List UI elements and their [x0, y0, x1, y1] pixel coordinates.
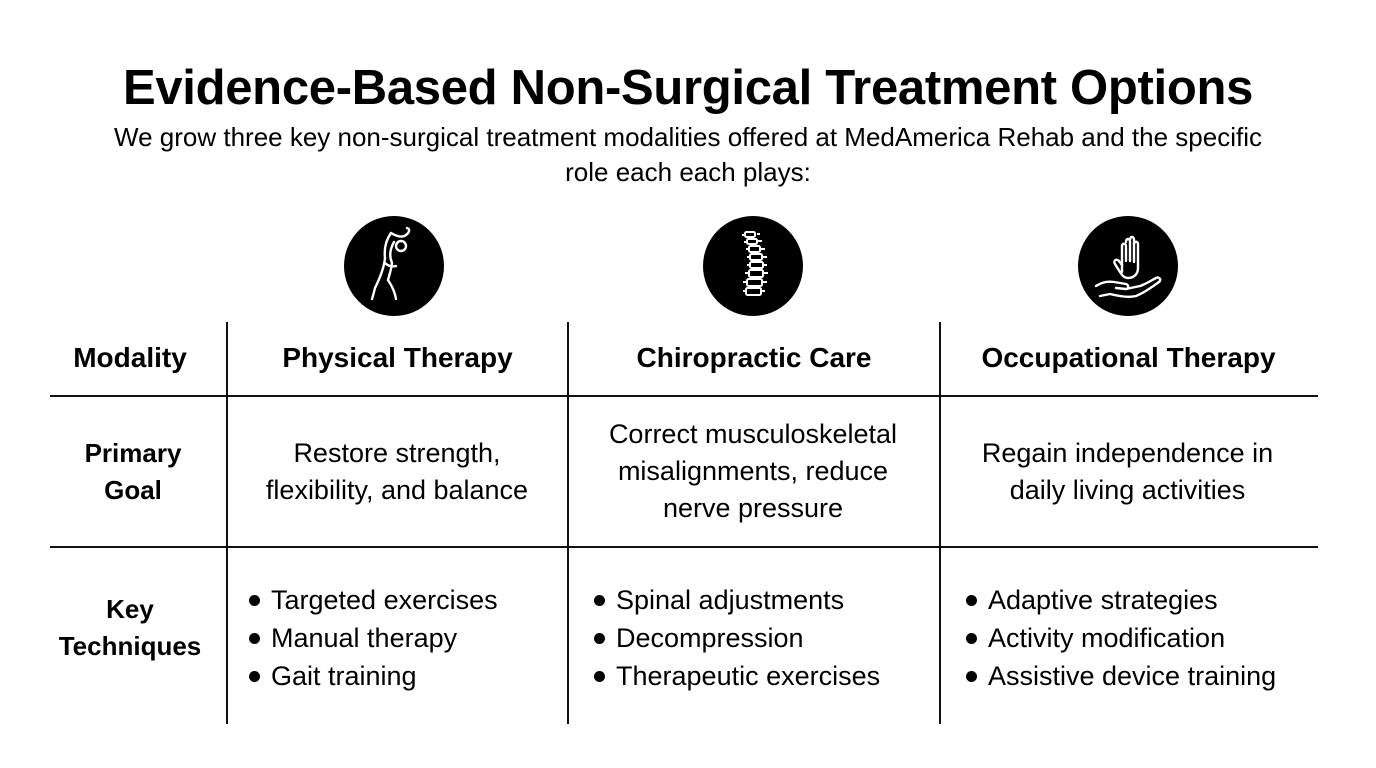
column-header-chiropractic-care: Chiropractic Care [636, 342, 872, 373]
goal-chiropractic-care: Correct musculoskeletal misalignments, r… [608, 419, 898, 523]
stretching-person-icon [344, 216, 444, 316]
column-divider [226, 322, 228, 724]
goal-occupational-therapy: Regain independence in daily living acti… [981, 437, 1274, 505]
list-item: Targeted exercises [247, 581, 498, 619]
techniques-list-occupational-therapy: Adaptive strategies Activity modificatio… [964, 581, 1276, 695]
row-header-line: Goal [104, 474, 162, 505]
row-divider [50, 546, 1318, 548]
list-item: Decompression [592, 619, 880, 657]
goal-physical-therapy: Restore strength, flexibility, and balan… [265, 437, 529, 505]
row-header-line: Key [106, 594, 154, 624]
row-header-primary-goal: Primary Goal [40, 397, 226, 546]
row-divider [50, 395, 1318, 397]
list-item: Activity modification [964, 619, 1276, 657]
spine-icon [703, 216, 803, 316]
list-item: Therapeutic exercises [592, 657, 880, 695]
column-divider [567, 322, 569, 724]
page-subtitle: We grow three key non-surgical treatment… [114, 122, 1262, 187]
list-item: Adaptive strategies [964, 581, 1276, 619]
techniques-list-physical-therapy: Targeted exercises Manual therapy Gait t… [247, 581, 498, 695]
list-item: Gait training [247, 657, 498, 695]
row-header-modality: Modality [73, 342, 187, 373]
list-item: Manual therapy [247, 619, 498, 657]
list-item: Spinal adjustments [592, 581, 880, 619]
column-header-physical-therapy: Physical Therapy [282, 342, 513, 373]
column-divider [939, 322, 941, 724]
hand-care-icon [1078, 216, 1178, 316]
column-header-occupational-therapy: Occupational Therapy [981, 342, 1276, 373]
list-item: Assistive device training [964, 657, 1276, 695]
row-header-line: Primary [84, 437, 182, 468]
row-header-key-techniques: Key Techniques [30, 582, 230, 674]
page-title: Evidence-Based Non-Surgical Treatment Op… [122, 61, 1254, 115]
techniques-list-chiropractic-care: Spinal adjustments Decompression Therape… [592, 581, 880, 695]
row-header-line: Techniques [58, 631, 202, 661]
